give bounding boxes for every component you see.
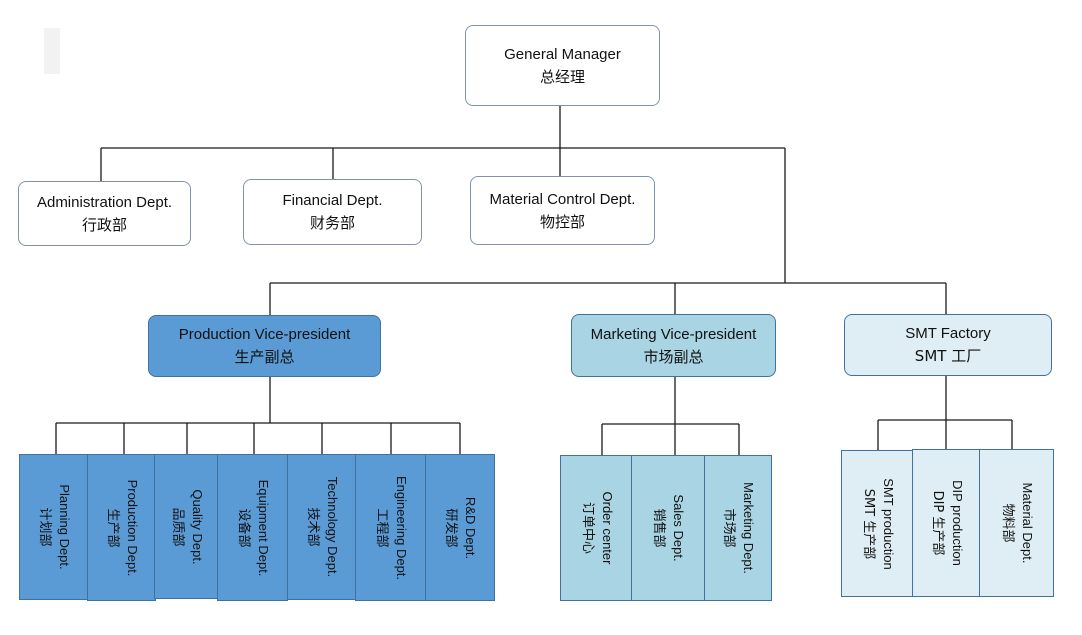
marketing-dept-title: Marketing Dept. <box>741 482 756 574</box>
technology-dept-title: Technology Dept. <box>325 476 340 578</box>
planning-dept-box[interactable]: Planning Dept. 计划部 <box>19 454 89 600</box>
technology-dept-title-zh: 技术部 <box>305 507 320 547</box>
sales-dept-title: Sales Dept. <box>671 494 686 562</box>
sales-dept-box[interactable]: Sales Dept. 销售部 <box>631 455 705 601</box>
production-dept-title-zh: 生产部 <box>104 507 120 547</box>
engineering-dept-title: Engineering Dept. <box>394 475 409 580</box>
material-dept-title: Material Dept. <box>1019 482 1035 564</box>
smt-factory-box[interactable]: SMT Factory SMT 工厂 <box>844 314 1052 376</box>
equipment-dept-title: Equipment Dept. <box>255 479 271 576</box>
quality-dept-title-zh: 品质部 <box>169 506 185 546</box>
financial-dept-box[interactable]: Financial Dept. 财务部 <box>243 179 422 245</box>
marketing-dept-box[interactable]: Marketing Dept. 市场部 <box>704 455 772 601</box>
marketing-vp-box[interactable]: Marketing Vice-president 市场副总 <box>571 314 776 377</box>
engineering-dept-title-zh: 工程部 <box>374 507 389 548</box>
financial-dept-title: Financial Dept. <box>282 192 383 209</box>
rd-dept-title: R&D Dept. <box>463 496 478 559</box>
material-control-dept-title-zh: 物控部 <box>539 212 585 231</box>
production-dept-box[interactable]: Production Dept.生产部 <box>87 454 156 601</box>
marketing-vp-title: Marketing Vice-president <box>590 325 757 343</box>
equipment-dept-box[interactable]: Equipment Dept.设备部 <box>217 454 288 601</box>
faint-mark <box>44 28 60 74</box>
smt-factory-title-zh: SMT 工厂 <box>914 347 982 365</box>
planning-dept-title: Planning Dept. <box>57 484 72 570</box>
smt-factory-title: SMT Factory <box>905 325 991 342</box>
production-vp-title-zh: 生产副总 <box>234 348 295 366</box>
dip-production-title-zh: DIP 生产部 <box>929 490 945 556</box>
production-dept-title: Production Dept. <box>124 479 140 576</box>
marketing-dept-title-zh: 市场部 <box>721 508 736 548</box>
material-dept-title-zh: 物料部 <box>999 503 1015 543</box>
order-center-title-zh: 订单中心 <box>579 501 595 555</box>
technology-dept-box[interactable]: Technology Dept. 技术部 <box>287 454 357 600</box>
general-manager-title-zh: 总经理 <box>539 67 585 86</box>
material-control-dept-box[interactable]: Material Control Dept. 物控部 <box>470 176 655 245</box>
rd-dept-box[interactable]: R&D Dept. 研发部 <box>425 454 495 601</box>
general-manager-title: General Manager <box>504 45 621 63</box>
material-dept-box[interactable]: Material Dept.物料部 <box>979 449 1054 597</box>
administration-dept-box[interactable]: Administration Dept. 行政部 <box>18 181 191 246</box>
planning-dept-title-zh: 计划部 <box>37 507 52 547</box>
equipment-dept-title-zh: 设备部 <box>235 507 251 547</box>
production-vp-title: Production Vice-president <box>178 326 351 343</box>
rd-dept-title-zh: 研发部 <box>443 507 458 548</box>
smt-production-title-zh: SMT 生产部 <box>861 488 876 559</box>
order-center-title: Order center <box>599 491 615 565</box>
quality-dept-title: Quality Dept. <box>189 488 205 565</box>
dip-production-title: DIP production <box>949 480 965 566</box>
smt-production-box[interactable]: SMT production SMT 生产部 <box>841 450 915 597</box>
administration-dept-title-zh: 行政部 <box>81 215 127 234</box>
financial-dept-title-zh: 财务部 <box>309 214 355 232</box>
engineering-dept-box[interactable]: Engineering Dept. 工程部 <box>355 454 427 601</box>
sales-dept-title-zh: 销售部 <box>651 508 666 548</box>
marketing-vp-title-zh: 市场副总 <box>643 347 704 366</box>
production-vp-box[interactable]: Production Vice-president 生产副总 <box>148 315 381 377</box>
general-manager-box[interactable]: General Manager 总经理 <box>465 25 660 106</box>
quality-dept-box[interactable]: Quality Dept.品质部 <box>154 454 219 599</box>
smt-production-title: SMT production <box>881 477 896 570</box>
material-control-dept-title: Material Control Dept. <box>489 190 636 208</box>
administration-dept-title: Administration Dept. <box>36 193 173 211</box>
